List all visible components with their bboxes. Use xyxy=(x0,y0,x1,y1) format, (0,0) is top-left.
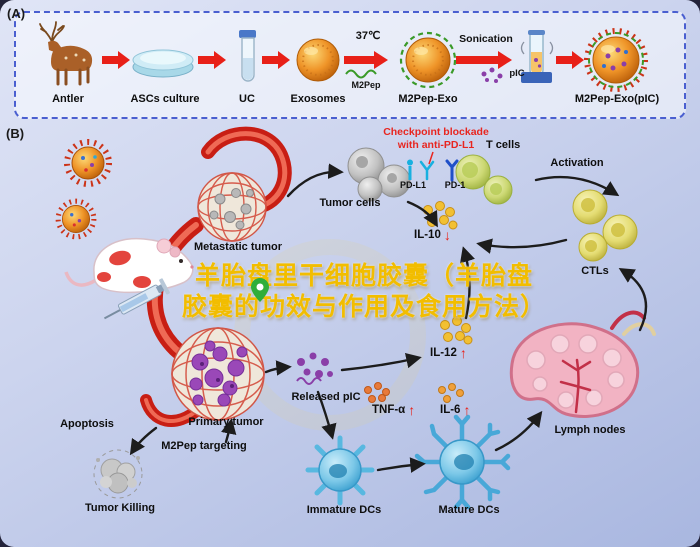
flow-arrows xyxy=(129,163,648,473)
apoptosis-label: Apoptosis xyxy=(60,418,114,430)
step-label-m2pep-exo-pic: M2Pep-Exo(pIC) xyxy=(574,93,660,105)
increase-arrow-icon: ↑ xyxy=(408,402,416,418)
cytokine-dots-tnf xyxy=(364,382,390,403)
lymph-nodes-label: Lymph nodes xyxy=(554,424,626,436)
lymph-node-graphic xyxy=(509,310,656,418)
pd-1-label: PD-1 xyxy=(444,180,466,190)
immature-dcs-label: Immature DCs xyxy=(306,504,382,516)
watermark-line2: 胶囊的功效与作用及食用方法） xyxy=(181,293,546,321)
exosome-icon xyxy=(296,38,340,82)
il12-label: IL-12 xyxy=(430,347,457,359)
tumor-cells-label: Tumor cells xyxy=(319,197,381,209)
temperature-label: 37℃ xyxy=(355,30,381,42)
primary-tumor-graphic xyxy=(171,327,265,421)
immature-dc-graphic xyxy=(305,435,375,506)
tnf-label: TNF-α xyxy=(372,404,406,416)
pep-exo-particle-2 xyxy=(55,198,97,240)
blood-vessel-top xyxy=(201,126,292,215)
step-label-m2pep-exo: M2Pep-Exo xyxy=(398,93,458,105)
watermark-line1: 羊胎盘里干细胞胶囊（羊胎盘 xyxy=(194,262,533,290)
il6-label: IL-6 xyxy=(440,404,461,416)
ctl-cells-graphic xyxy=(572,189,638,262)
deer-icon xyxy=(39,21,93,86)
uc-tube-icon xyxy=(239,30,256,82)
m2pep-targeting-label: M2Pep targeting xyxy=(161,440,247,452)
m2pep-exo-icon xyxy=(399,31,457,89)
tumor-killing-label: Tumor Killing xyxy=(84,502,156,514)
tnf-indicator: TNF-α ↑ xyxy=(372,403,415,417)
pep-exo-particle-1 xyxy=(64,139,112,187)
activation-label: Activation xyxy=(550,157,604,169)
checkpoint-leader-line xyxy=(428,151,434,165)
step-label-antler: Antler xyxy=(52,93,84,105)
primary-tumor-label: Primary tumor xyxy=(188,416,264,428)
il10-label: IL-10 xyxy=(414,229,441,241)
t-cells-graphic xyxy=(455,154,513,205)
increase-arrow-icon: ↑ xyxy=(463,402,471,418)
metastatic-tumor-label: Metastatic tumor xyxy=(193,241,283,253)
watermark-text: 羊胎盘里干细胞胶囊（羊胎盘 胶囊的功效与作用及食用方法） xyxy=(138,261,590,323)
tumor-killing-graphic xyxy=(93,449,143,499)
il10-indicator: IL-10 ↓ xyxy=(414,228,451,242)
anti-pd-l1-antibody-icon xyxy=(419,160,435,181)
pd-l1-receptor-icon xyxy=(407,159,413,180)
pd-l1-label: PD-L1 xyxy=(399,180,426,190)
released-pic-label: Released pIC xyxy=(291,391,361,403)
decrease-arrow-icon: ↓ xyxy=(443,227,451,243)
petri-dish-icon xyxy=(132,49,194,78)
checkpoint-line2: with anti-PD-L1 xyxy=(397,139,475,152)
pic-dots xyxy=(481,67,503,83)
metastatic-tumor-graphic xyxy=(197,172,267,242)
cytokine-dots-il6 xyxy=(438,383,464,403)
step-label-exosomes: Exosomes xyxy=(290,93,346,105)
m2pep-exo-pic-icon xyxy=(584,28,648,92)
process-arrows xyxy=(102,51,584,69)
ctls-label: CTLs xyxy=(581,265,609,277)
il12-indicator: IL-12 ↑ xyxy=(430,346,467,360)
m2pep-peptide-squiggle xyxy=(345,69,377,79)
mouse xyxy=(64,237,194,294)
location-pin-icon xyxy=(251,278,269,307)
panel-b-tag: (B) xyxy=(6,126,25,141)
released-pic-graphic xyxy=(296,352,333,385)
checkpoint-line1: Checkpoint blockade xyxy=(383,126,489,138)
pic-label: pIC xyxy=(509,68,525,79)
m2pep-label: M2Pep xyxy=(351,80,381,90)
pd-1-receptor-icon xyxy=(445,159,459,182)
step-label-ascs-culture: ASCs culture xyxy=(130,93,200,105)
checkpoint-blockade-label: Checkpoint blockade with anti-PD-L1 xyxy=(363,126,509,152)
sonication-label: Sonication xyxy=(459,33,513,45)
syringe xyxy=(103,278,170,320)
increase-arrow-icon: ↑ xyxy=(459,345,467,361)
tumor-cells-graphic xyxy=(347,147,411,202)
il6-indicator: IL-6 ↑ xyxy=(440,403,470,417)
mature-dc-graphic xyxy=(414,414,511,510)
panel-a-tag: (A) xyxy=(7,6,26,21)
t-cells-label: T cells xyxy=(486,139,521,151)
sonication-tube-icon xyxy=(520,30,554,83)
mature-dcs-label: Mature DCs xyxy=(438,504,500,516)
cytokine-dots-il12 xyxy=(440,316,473,345)
step-label-uc: UC xyxy=(239,93,255,105)
